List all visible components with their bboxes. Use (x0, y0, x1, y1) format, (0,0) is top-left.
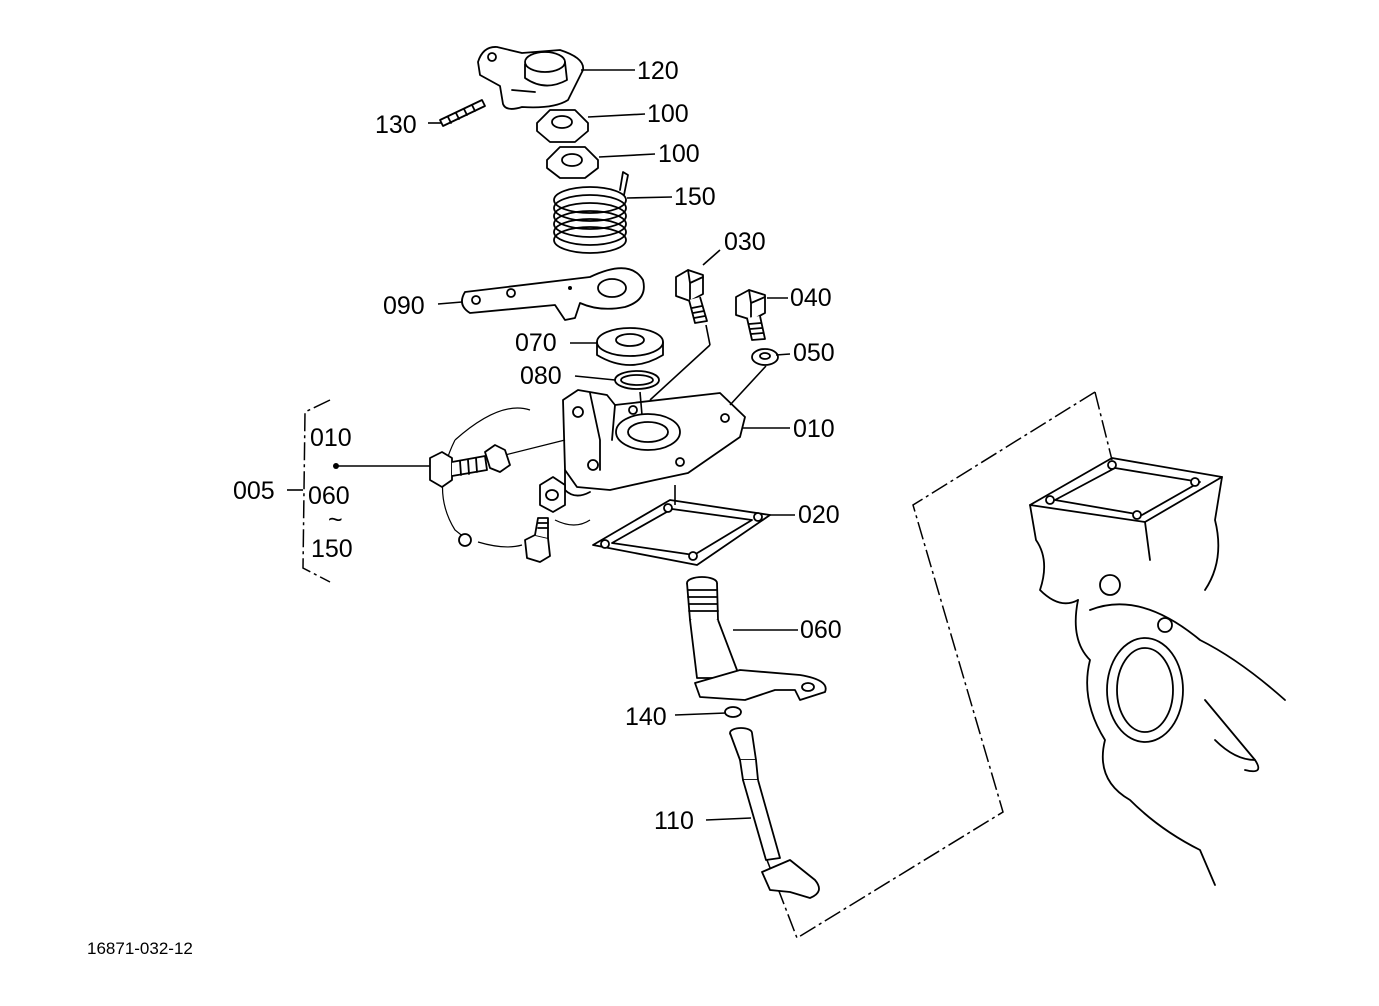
label-090: 090 (383, 292, 425, 320)
label-range-mid: 060 (308, 482, 350, 510)
label-030: 030 (724, 228, 766, 256)
label-range-tilde: ~ (328, 506, 343, 534)
part-140-washer (724, 706, 742, 718)
part-130-pin (439, 99, 486, 127)
leader-lines (287, 69, 798, 821)
part-050-washer (751, 348, 779, 366)
part-070-washer (596, 327, 664, 366)
engine-housing (1029, 457, 1286, 886)
label-100-lower: 100 (658, 140, 700, 168)
label-150: 150 (674, 183, 716, 211)
part-090-plate (461, 267, 645, 321)
part-150-spring (553, 171, 629, 254)
label-005: 005 (233, 477, 275, 505)
part-080-oring (614, 370, 660, 390)
label-range-start: 010 (310, 424, 352, 452)
label-120: 120 (637, 57, 679, 85)
label-100-upper: 100 (647, 100, 689, 128)
part-040-bolt (735, 289, 766, 341)
label-060: 060 (800, 616, 842, 644)
label-010: 010 (793, 415, 835, 443)
label-070: 070 (515, 329, 557, 357)
part-030-bolt (675, 269, 708, 324)
label-040: 040 (790, 284, 832, 312)
part-010-housing (562, 389, 746, 497)
assembly-detail (429, 407, 591, 563)
part-100-nut-lower (546, 146, 599, 179)
label-020: 020 (798, 501, 840, 529)
label-range-end: 150 (311, 535, 353, 563)
part-110-shaft (729, 727, 820, 899)
label-050: 050 (793, 339, 835, 367)
part-060-shaft (686, 576, 827, 701)
part-120-lever (477, 46, 584, 110)
part-100-nut-upper (536, 109, 589, 143)
callout-dot (333, 463, 339, 469)
label-080: 080 (520, 362, 562, 390)
figure-code: 16871-032-12 (87, 939, 193, 958)
label-110: 110 (654, 807, 694, 835)
label-140: 140 (625, 703, 667, 731)
label-130: 130 (375, 111, 417, 139)
part-020-gasket (592, 499, 771, 566)
